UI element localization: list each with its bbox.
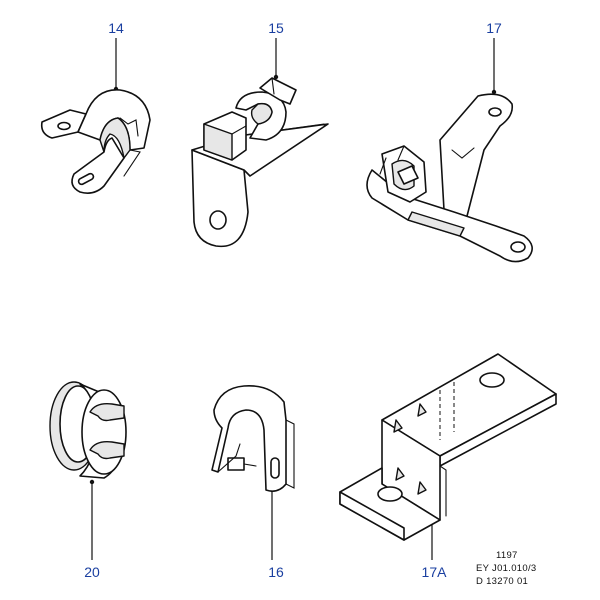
part-17-pipe-bracket — [366, 38, 533, 263]
part-16-p-clip — [211, 385, 295, 560]
callout-15: 15 — [268, 20, 284, 36]
part-20-grommet — [49, 381, 127, 560]
callout-17a: 17A — [421, 564, 447, 580]
leader-17-dot — [491, 89, 497, 95]
drawing-code-line-2: EY J01.010/3 — [476, 563, 537, 574]
callout-17: 17 — [486, 20, 502, 36]
callout-20: 20 — [84, 564, 100, 580]
part-17a-z-bracket — [339, 353, 557, 560]
drawing-code-line-3: D 13270 01 — [476, 576, 529, 587]
drawing-code-line-1: 1197 — [496, 550, 518, 561]
part-14-bracket-clip — [40, 38, 151, 194]
callout-14: 14 — [108, 20, 124, 36]
callout-16: 16 — [268, 564, 284, 580]
leader-15-dot — [273, 74, 279, 80]
part-15-hose-clip-bracket — [191, 38, 329, 248]
leader-20-dot — [89, 479, 95, 485]
